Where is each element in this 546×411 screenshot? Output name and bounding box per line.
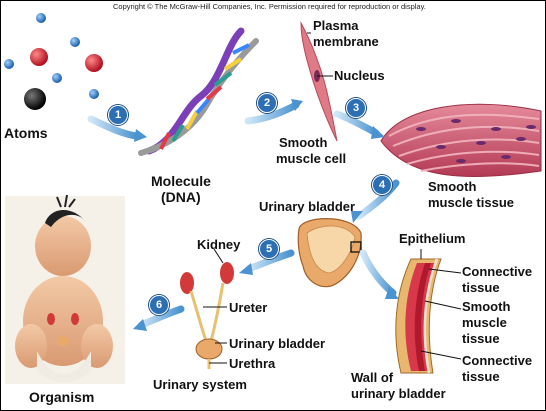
atoms-illustration bbox=[4, 13, 103, 110]
label-urinary-bladder-system: Urinary bladder bbox=[229, 336, 326, 351]
label-organism: Organism bbox=[29, 389, 95, 405]
label-kidney: Kidney bbox=[197, 237, 241, 252]
step-3-badge: 3 bbox=[346, 98, 366, 118]
label-nucleus: Nucleus bbox=[334, 68, 385, 83]
label-wall: Wall of bbox=[351, 370, 394, 385]
urinary-system-illustration bbox=[180, 262, 234, 369]
leader-lines bbox=[203, 32, 462, 364]
label-atoms: Atoms bbox=[4, 125, 48, 141]
arrow-heads bbox=[133, 99, 399, 331]
label-wall-2: urinary bladder bbox=[351, 386, 446, 401]
label-connective-1b: tissue bbox=[462, 280, 500, 295]
label-molecule-dna: (DNA) bbox=[161, 189, 201, 205]
dna-illustration bbox=[138, 27, 259, 156]
label-plasma-membrane: membrane bbox=[313, 34, 379, 49]
label-connective-2b: tissue bbox=[462, 369, 500, 384]
process-arrows bbox=[87, 101, 400, 329]
label-smooth-muscle-c: tissue bbox=[462, 331, 500, 346]
urinary-bladder-organ bbox=[297, 218, 362, 288]
label-connective-1: Connective bbox=[462, 264, 533, 279]
step-4-badge: 4 bbox=[372, 175, 392, 195]
step-2-badge: 2 bbox=[257, 93, 277, 113]
label-urinary-system: Urinary system bbox=[153, 377, 247, 392]
label-urinary-bladder-organ: Urinary bladder bbox=[259, 199, 356, 214]
label-molecule: Molecule bbox=[151, 173, 211, 189]
step-1-badge: 1 bbox=[108, 105, 128, 125]
label-plasma: Plasma bbox=[313, 18, 359, 33]
label-smooth-cell-2: muscle cell bbox=[276, 151, 347, 166]
organism-illustration bbox=[5, 194, 125, 384]
label-smooth-cell: Smooth bbox=[279, 135, 328, 150]
smooth-muscle-tissue bbox=[380, 103, 542, 178]
label-smooth-muscle-b: muscle bbox=[462, 315, 507, 330]
label-ureter: Ureter bbox=[229, 300, 268, 315]
step-5-badge: 5 bbox=[259, 239, 279, 259]
label-connective-2: Connective bbox=[462, 353, 533, 368]
copyright-text: Copyright © The McGraw-Hill Companies, I… bbox=[113, 2, 426, 11]
step-6-badge: 6 bbox=[149, 295, 169, 315]
label-smooth-tissue: Smooth bbox=[428, 179, 477, 194]
smooth-muscle-cell bbox=[300, 21, 338, 142]
label-smooth-tissue-2: muscle tissue bbox=[428, 195, 514, 210]
label-smooth-muscle: Smooth bbox=[462, 299, 511, 314]
label-urethra: Urethra bbox=[229, 356, 276, 371]
bladder-wall-illustration bbox=[395, 258, 442, 374]
label-epithelium: Epithelium bbox=[399, 231, 466, 246]
